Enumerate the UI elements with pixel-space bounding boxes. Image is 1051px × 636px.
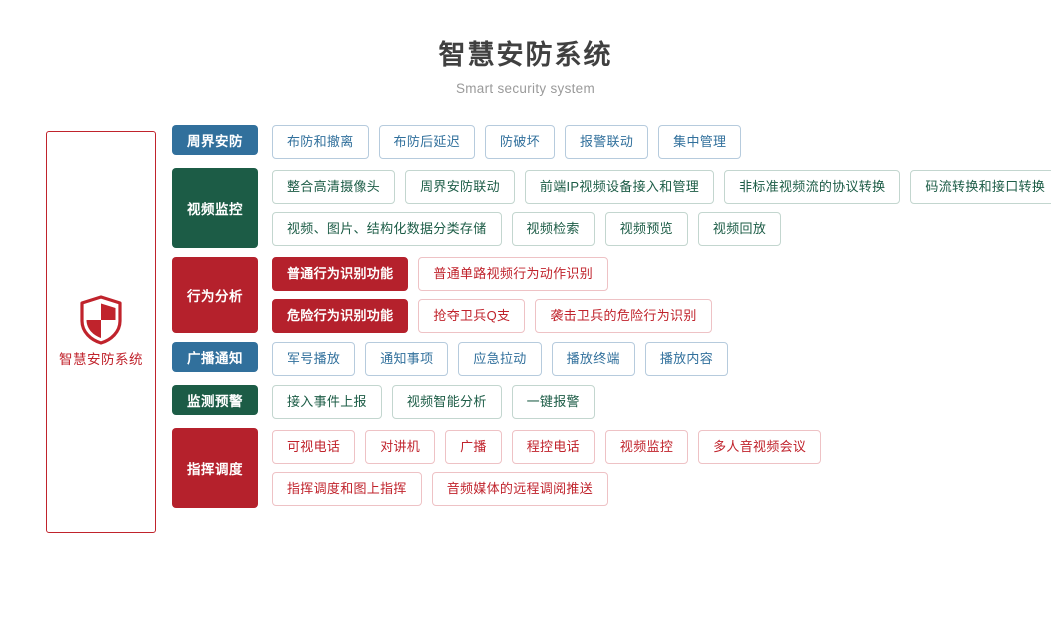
leaf-item[interactable]: 视频回放 <box>697 212 782 246</box>
item-line: 视频、图片、结构化数据分类存储 视频检索 视频预览 视频回放 <box>272 212 1051 246</box>
category-items-behavior: 普通行为识别功能 普通单路视频行为动作识别 危险行为识别功能 抢夺卫兵Q支 袭击… <box>258 257 1051 333</box>
leaf-item[interactable]: 应急拉动 <box>458 342 542 376</box>
category-row-command: 指挥调度 可视电话 对讲机 广播 程控电话 视频监控 多人音视频会议 指挥调度和… <box>172 428 1051 508</box>
leaf-item[interactable]: 布防和撤离 <box>272 125 369 159</box>
leaf-item[interactable]: 前端IP视频设备接入和管理 <box>524 170 715 204</box>
category-label-video[interactable]: 视频监控 <box>172 168 258 248</box>
category-row-video: 视频监控 整合高清摄像头 周界安防联动 前端IP视频设备接入和管理 非标准视频流… <box>172 168 1051 248</box>
leaf-item[interactable]: 一键报警 <box>511 385 595 419</box>
item-line: 普通行为识别功能 普通单路视频行为动作识别 <box>272 257 1051 291</box>
leaf-item[interactable]: 可视电话 <box>272 430 356 464</box>
category-label-command[interactable]: 指挥调度 <box>172 428 258 508</box>
category-label-perimeter[interactable]: 周界安防 <box>172 125 258 155</box>
category-label-broadcast[interactable]: 广播通知 <box>172 342 258 372</box>
leaf-item[interactable]: 指挥调度和图上指挥 <box>272 472 422 506</box>
category-row-broadcast: 广播通知 军号播放 通知事项 应急拉动 播放终端 播放内容 <box>172 342 1051 376</box>
category-items-command: 可视电话 对讲机 广播 程控电话 视频监控 多人音视频会议 指挥调度和图上指挥 … <box>258 428 1051 508</box>
category-items-broadcast: 军号播放 通知事项 应急拉动 播放终端 播放内容 <box>258 342 1051 376</box>
item-line: 可视电话 对讲机 广播 程控电话 视频监控 多人音视频会议 <box>272 430 1051 464</box>
leaf-item[interactable]: 布防后延迟 <box>378 125 476 159</box>
category-row-behavior: 行为分析 普通行为识别功能 普通单路视频行为动作识别 危险行为识别功能 抢夺卫兵… <box>172 257 1051 333</box>
page-header: 智慧安防系统 Smart security system <box>0 0 1051 97</box>
leaf-item[interactable]: 袭击卫兵的危险行为识别 <box>535 299 712 333</box>
shield-icon <box>78 295 124 345</box>
item-line: 布防和撤离 布防后延迟 防破坏 报警联动 集中管理 <box>272 125 1051 159</box>
leaf-item[interactable]: 视频预览 <box>604 212 688 246</box>
category-row-perimeter: 周界安防 布防和撤离 布防后延迟 防破坏 报警联动 集中管理 <box>172 125 1051 159</box>
category-items-perimeter: 布防和撤离 布防后延迟 防破坏 报警联动 集中管理 <box>258 125 1051 159</box>
leaf-item[interactable]: 军号播放 <box>272 342 356 376</box>
root-node-label: 智慧安防系统 <box>59 352 143 367</box>
leaf-item[interactable]: 视频智能分析 <box>391 385 502 419</box>
leaf-item[interactable]: 通知事项 <box>365 342 449 376</box>
leaf-item[interactable]: 普通行为识别功能 <box>272 257 409 291</box>
leaf-item[interactable]: 周界安防联动 <box>405 170 515 204</box>
leaf-item[interactable]: 危险行为识别功能 <box>272 299 409 333</box>
category-row-monitoring: 监测预警 接入事件上报 视频智能分析 一键报警 <box>172 385 1051 419</box>
leaf-item[interactable]: 非标准视频流的协议转换 <box>724 170 901 204</box>
leaf-item[interactable]: 程控电话 <box>511 430 595 464</box>
leaf-item[interactable]: 播放内容 <box>644 342 729 376</box>
category-items-monitoring: 接入事件上报 视频智能分析 一键报警 <box>258 385 1051 419</box>
page-subtitle: Smart security system <box>455 81 596 96</box>
root-node[interactable]: 智慧安防系统 <box>46 131 156 533</box>
item-line: 整合高清摄像头 周界安防联动 前端IP视频设备接入和管理 非标准视频流的协议转换… <box>272 170 1051 204</box>
leaf-item[interactable]: 视频检索 <box>511 212 595 246</box>
leaf-item[interactable]: 视频监控 <box>604 430 689 464</box>
leaf-item[interactable]: 接入事件上报 <box>272 385 382 419</box>
item-line: 指挥调度和图上指挥 音频媒体的远程调阅推送 <box>272 472 1051 506</box>
item-line: 军号播放 通知事项 应急拉动 播放终端 播放内容 <box>272 342 1051 376</box>
item-line: 接入事件上报 视频智能分析 一键报警 <box>272 385 1051 419</box>
category-label-monitoring[interactable]: 监测预警 <box>172 385 258 415</box>
leaf-item[interactable]: 码流转换和接口转换 <box>910 170 1051 204</box>
leaf-item[interactable]: 对讲机 <box>365 430 436 464</box>
page-title: 智慧安防系统 <box>438 40 613 70</box>
leaf-item[interactable]: 多人音视频会议 <box>698 430 822 464</box>
leaf-item[interactable]: 广播 <box>445 430 502 464</box>
leaf-item[interactable]: 视频、图片、结构化数据分类存储 <box>272 212 502 246</box>
category-items-video: 整合高清摄像头 周界安防联动 前端IP视频设备接入和管理 非标准视频流的协议转换… <box>258 168 1051 248</box>
leaf-item[interactable]: 播放终端 <box>551 342 635 376</box>
leaf-item[interactable]: 抢夺卫兵Q支 <box>418 299 526 333</box>
leaf-item[interactable]: 整合高清摄像头 <box>272 170 396 204</box>
leaf-item[interactable]: 集中管理 <box>658 125 742 159</box>
leaf-item[interactable]: 音频媒体的远程调阅推送 <box>431 472 609 506</box>
leaf-item[interactable]: 报警联动 <box>564 125 649 159</box>
leaf-item[interactable]: 防破坏 <box>485 125 555 159</box>
leaf-item[interactable]: 普通单路视频行为动作识别 <box>418 257 609 291</box>
category-label-behavior[interactable]: 行为分析 <box>172 257 258 333</box>
category-rows: 周界安防 布防和撤离 布防后延迟 防破坏 报警联动 集中管理 视频监控 整合 <box>172 125 1051 516</box>
item-line: 危险行为识别功能 抢夺卫兵Q支 袭击卫兵的危险行为识别 <box>272 299 1051 333</box>
